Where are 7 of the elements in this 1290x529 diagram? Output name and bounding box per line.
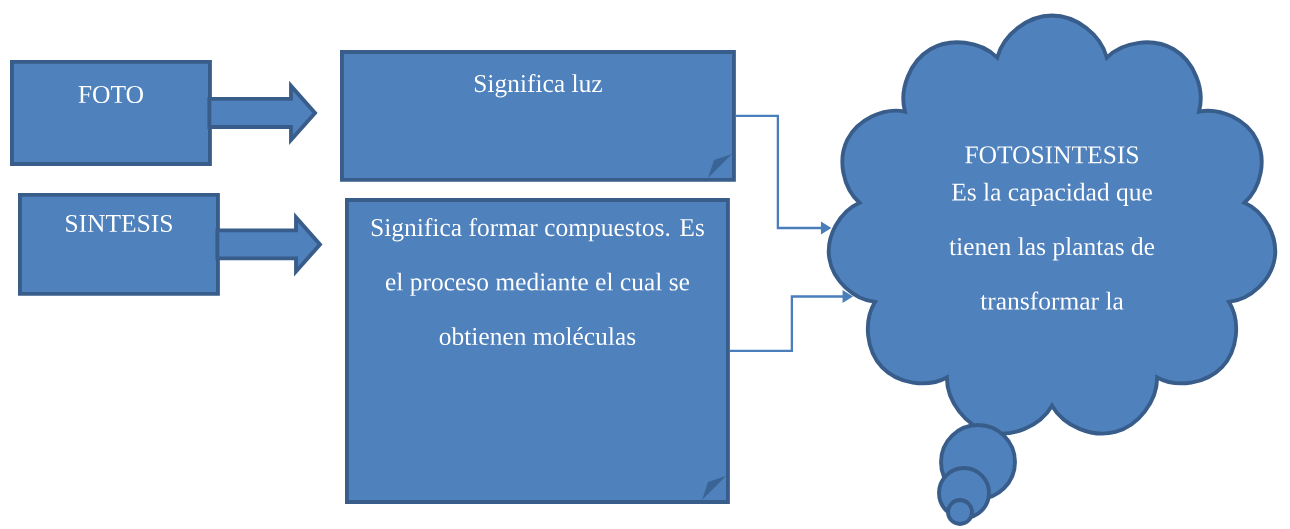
block-arrow bbox=[207, 80, 318, 146]
note-box: Significa formar compuestos. Es el proceso mediante el cual se obtienen moléculas bbox=[345, 198, 730, 504]
block-arrow bbox=[215, 212, 323, 277]
note-box: Significa luz bbox=[340, 50, 736, 182]
term-box: FOTO bbox=[10, 60, 212, 166]
term-box: SINTESIS bbox=[18, 193, 220, 296]
thought-cloud: FOTOSINTESIS Es la capacidad que tienen las plantas de transformar la bbox=[826, 13, 1278, 526]
